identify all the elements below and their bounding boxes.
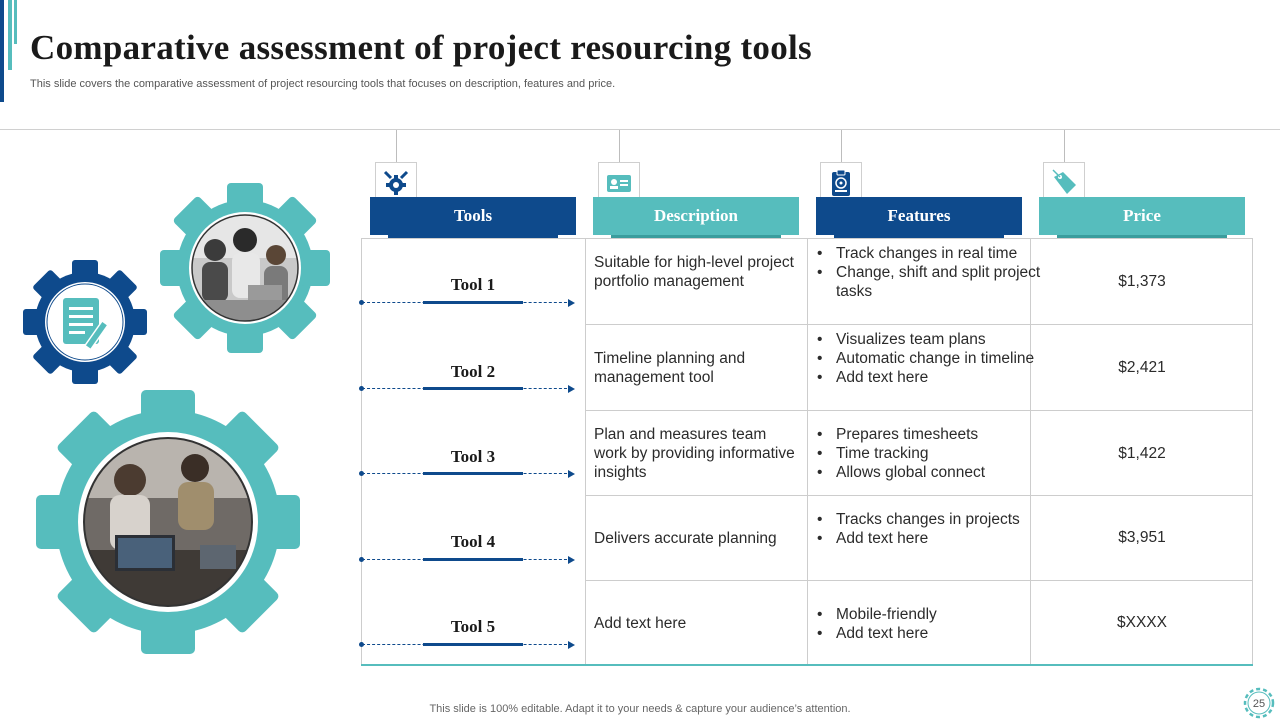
connector-dot [359, 557, 364, 562]
slide-subtitle: This slide covers the comparative assess… [30, 78, 616, 90]
team-photo [192, 215, 298, 321]
feature-item: Add text here [817, 368, 1046, 387]
gear-icon [23, 260, 147, 384]
slide-footer: This slide is 100% editable. Adapt it to… [429, 703, 851, 715]
tool-description: Plan and measures team work by providing… [594, 426, 795, 481]
accent-bar [8, 0, 12, 70]
arrow-right-icon [568, 470, 575, 478]
tool-underline [423, 472, 523, 475]
header-price: Price [1039, 197, 1245, 235]
tool-description: Add text here [594, 615, 687, 632]
slide-title: Comparative assessment of project resour… [30, 28, 812, 67]
gear-icon: 25 [1243, 687, 1275, 719]
row-divider [585, 324, 1253, 325]
tool-description: Timeline planning and management tool [594, 350, 746, 386]
header-underline [611, 235, 781, 238]
tool-underline [423, 301, 523, 304]
header-underline [1057, 235, 1227, 238]
tool-description: Delivers accurate planning [594, 530, 777, 547]
tool-price: $3,951 [1118, 529, 1166, 546]
connector-dot [359, 471, 364, 476]
icon-hanger [619, 130, 620, 163]
connector-dot [359, 386, 364, 391]
header-underline [388, 235, 558, 238]
tool-price: $XXXX [1117, 614, 1167, 631]
tool-price: $1,373 [1118, 273, 1166, 290]
header-features: Features [816, 197, 1022, 235]
feature-list: Tracks changes in projects Add text here [817, 510, 1046, 548]
feature-item: Add text here [817, 529, 1046, 548]
arrow-right-icon [568, 641, 575, 649]
tool-price: $2,421 [1118, 359, 1166, 376]
tool-underline [423, 643, 523, 646]
tool-name: Tool 5 [450, 617, 496, 636]
accent-bar [0, 0, 4, 102]
tool-name: Tool 1 [450, 275, 496, 294]
gear-illustration [23, 183, 330, 654]
feature-item: Track changes in real time [817, 244, 1046, 263]
accent-bar [14, 0, 17, 44]
feature-item: Prepares timesheets [817, 425, 1046, 444]
tool-underline [423, 558, 523, 561]
connector-dot [359, 300, 364, 305]
icon-hanger [841, 130, 842, 163]
feature-item: Tracks changes in projects [817, 510, 1046, 529]
row-divider [585, 580, 1253, 581]
arrow-right-icon [568, 385, 575, 393]
icon-hanger [1064, 130, 1065, 163]
arrow-right-icon [568, 556, 575, 564]
connector-dot [359, 642, 364, 647]
row-divider [585, 495, 1253, 496]
feature-list: Visualizes team plans Automatic change i… [817, 330, 1046, 387]
feature-item: Automatic change in timeline [817, 349, 1046, 368]
feature-list: Mobile-friendly Add text here [817, 605, 1046, 643]
tool-name: Tool 2 [450, 362, 496, 381]
feature-item: Mobile-friendly [817, 605, 1046, 624]
tool-price: $1,422 [1118, 445, 1166, 462]
icon-hanger [396, 130, 397, 163]
page-number-badge: 25 [1242, 686, 1276, 720]
page-number: 25 [1253, 698, 1265, 710]
feature-item: Time tracking [817, 444, 1046, 463]
feature-item: Allows global connect [817, 463, 1046, 482]
header-divider [0, 129, 1280, 130]
feature-item: Visualizes team plans [817, 330, 1046, 349]
tool-underline [423, 387, 523, 390]
column-divider [807, 238, 808, 665]
header-tools: Tools [370, 197, 576, 235]
arrow-right-icon [568, 299, 575, 307]
column-divider [585, 238, 586, 665]
feature-list: Track changes in real time Change, shift… [817, 244, 1046, 301]
tool-name: Tool 4 [450, 532, 496, 551]
feature-item: Change, shift and split project tasks [817, 263, 1046, 301]
header-underline [834, 235, 1004, 238]
table-bottom-accent [361, 664, 1253, 666]
meeting-photo [84, 438, 252, 606]
tool-description: Suitable for high-level project portfoli… [594, 254, 794, 290]
header-description: Description [593, 197, 799, 235]
feature-list: Prepares timesheets Time tracking Allows… [817, 425, 1046, 482]
tool-name: Tool 3 [450, 447, 496, 466]
feature-item: Add text here [817, 624, 1046, 643]
row-divider [585, 410, 1253, 411]
